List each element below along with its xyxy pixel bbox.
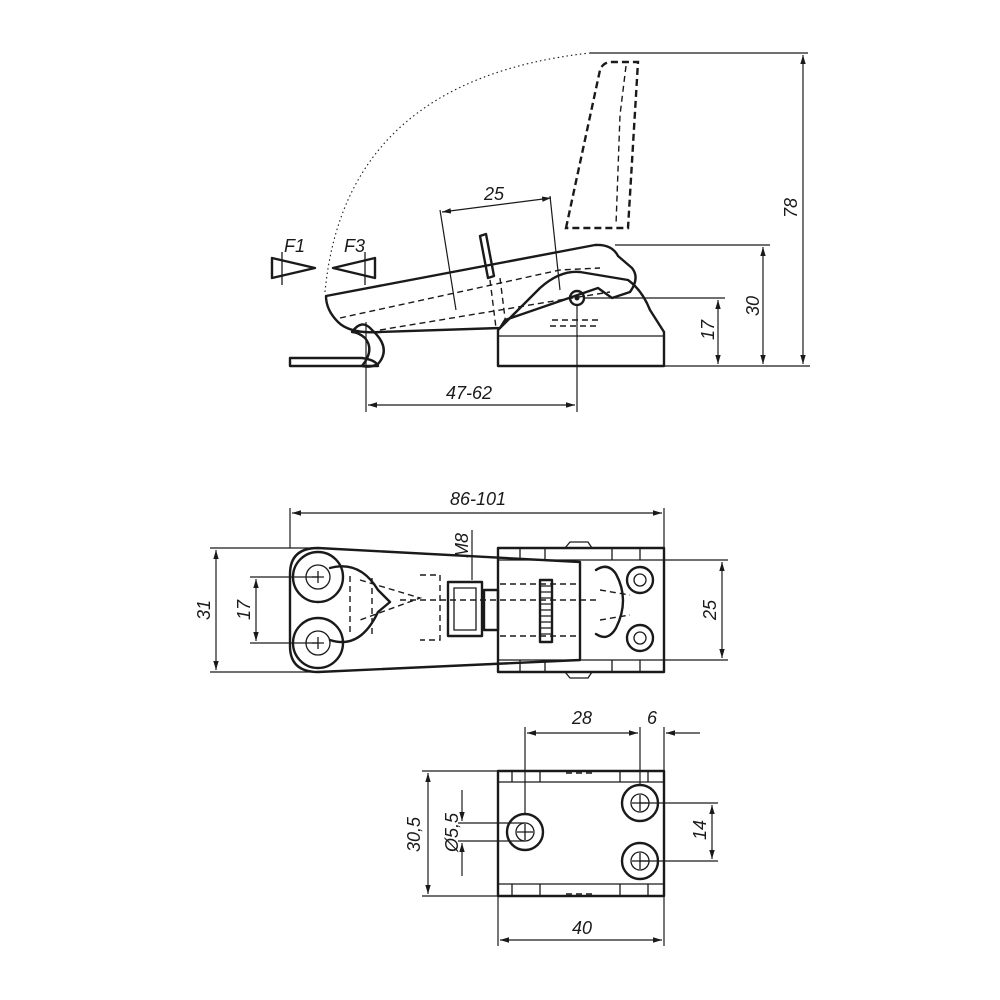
- dim-height: 30,5: [404, 770, 498, 897]
- dim-width-outer-label: 31: [194, 600, 214, 620]
- dim-width: 40: [497, 896, 665, 946]
- dim-top-span-label: 25: [483, 184, 505, 204]
- dim-hole-spacing-left-label: 17: [234, 599, 254, 620]
- top-bolt-nut: [446, 580, 484, 638]
- dim-base-width: 25: [664, 559, 728, 661]
- spring-hidden: [489, 277, 507, 329]
- base-block: [496, 270, 666, 368]
- dim-travel-label: 47-62: [446, 383, 492, 403]
- dim-pivot-height-label: 17: [698, 319, 718, 340]
- open-lever-outline: [564, 60, 640, 230]
- dim-hole-pitch: 14: [640, 802, 718, 862]
- top-view: 86-101 M8 31 17 25: [194, 489, 728, 679]
- base-plate: [496, 769, 666, 898]
- hook: [350, 323, 385, 368]
- base-view: 28 6 30,5 Ø5,5 14: [404, 708, 718, 946]
- force-f3: F3: [331, 236, 377, 285]
- side-view: F1 F3 25 47-62 17: [270, 52, 810, 412]
- dim-hole-x-label: 28: [571, 708, 592, 728]
- pivot-center: [574, 295, 580, 301]
- dim-hole-x: 28: [524, 708, 641, 815]
- dim-hole-diameter: Ø5,5: [442, 790, 525, 876]
- dim-width-label: 40: [572, 918, 592, 938]
- force-f1-label: F1: [284, 236, 305, 256]
- base-hole-left: [505, 812, 545, 852]
- dim-thread: M8: [452, 530, 473, 580]
- dim-height-label: 30,5: [404, 816, 424, 852]
- base-hidden: [550, 319, 600, 327]
- lever-arm: [324, 243, 637, 334]
- dim-open-height-label: 78: [781, 198, 801, 218]
- lever-hidden-edge: [339, 267, 601, 319]
- force-f1: F1: [270, 236, 317, 285]
- dim-hole-diameter-label: Ø5,5: [442, 812, 462, 853]
- open-lever-inner: [615, 65, 627, 226]
- hook-v-shape: [328, 565, 392, 644]
- dim-travel: 47-62: [365, 305, 578, 412]
- threaded-rod: [538, 578, 554, 644]
- adjusting-bolt: [478, 232, 496, 280]
- dim-pivot-height: 17: [584, 297, 810, 367]
- force-f3-label: F3: [344, 236, 365, 256]
- lever-hidden-edge-2: [379, 291, 611, 331]
- lever-swing-arc: [324, 52, 591, 293]
- dim-body-height: 30: [615, 244, 770, 364]
- dim-top-span: 25: [439, 184, 561, 311]
- dim-open-height: 78: [590, 52, 808, 364]
- dim-body-height-label: 30: [743, 296, 763, 316]
- dim-hole-offset-label: 6: [647, 708, 658, 728]
- dim-overall-length: 86-101: [289, 489, 665, 548]
- dim-hole-offset: 6: [647, 708, 700, 771]
- dim-base-width-label: 25: [700, 599, 720, 621]
- dim-hole-spacing-left: 17: [234, 576, 318, 644]
- dim-thread-label: M8: [452, 533, 472, 558]
- dim-hole-pitch-label: 14: [690, 820, 710, 840]
- dim-overall-length-label: 86-101: [450, 489, 506, 509]
- dim-width-outer: 31: [194, 547, 318, 673]
- top-lock-curl: [594, 565, 625, 639]
- hook-plate: [288, 356, 380, 368]
